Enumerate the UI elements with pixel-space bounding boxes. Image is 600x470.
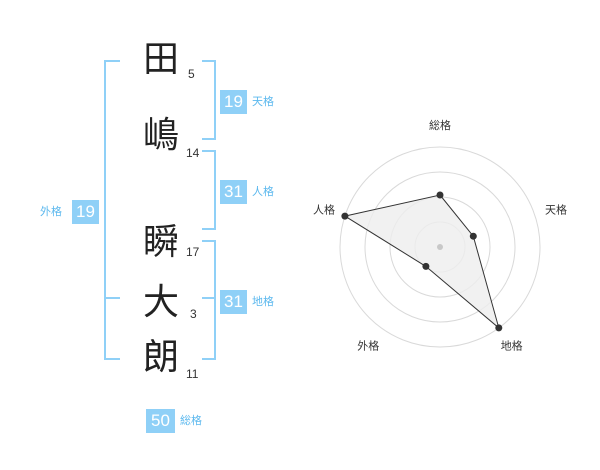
stroke-count-2: 14 [186,146,200,160]
name-char-2: 嶋 [143,115,180,156]
stroke-count-5: 11 [186,367,199,381]
radar-polygon [343,194,500,330]
radar-axis-label-4: 外格 [357,339,379,353]
tenkaku-label: 天格 [252,95,274,108]
name-char-1: 田 [143,39,180,80]
name-char-5: 朗 [143,337,180,378]
stroke-count-3: 17 [186,245,200,259]
name-char-4: 大 [143,282,180,323]
radar-point-3 [495,324,503,332]
radar-center-dot [437,244,443,250]
stroke-count-4: 3 [190,307,197,321]
radar-ring-4 [339,146,541,348]
gaikaku-bracket [104,60,120,360]
radar-axis-label-3: 地格 [501,339,523,353]
tenkaku-bracket [202,60,216,140]
jinkaku-value: 31 [220,180,247,204]
jinkaku-bracket [202,150,216,230]
chikaku-value: 31 [220,290,247,314]
chikaku-bracket-tick [202,297,216,299]
chikaku-label: 地格 [252,295,274,308]
name-char-3: 瞬 [143,222,180,263]
gaikaku-label: 外格 [40,205,62,218]
radar-point-5 [341,212,349,220]
radar-ring-3 [364,171,516,323]
radar-axis-label-5: 人格 [313,202,335,216]
radar-point-1 [436,191,444,199]
radar-axis-label-1: 総格 [429,118,451,132]
gaikaku-bracket-tick [104,297,120,299]
soukaku-value: 50 [146,409,175,433]
chikaku-bracket [202,240,216,360]
gaikaku-value: 19 [72,200,99,224]
jinkaku-label: 人格 [252,185,274,198]
radar-point-2 [469,232,477,240]
radar-axis-label-2: 天格 [545,202,567,216]
stroke-count-1: 5 [188,67,195,81]
radar-point-4 [422,262,430,270]
tenkaku-value: 19 [220,90,247,114]
soukaku-label: 総格 [180,414,202,427]
